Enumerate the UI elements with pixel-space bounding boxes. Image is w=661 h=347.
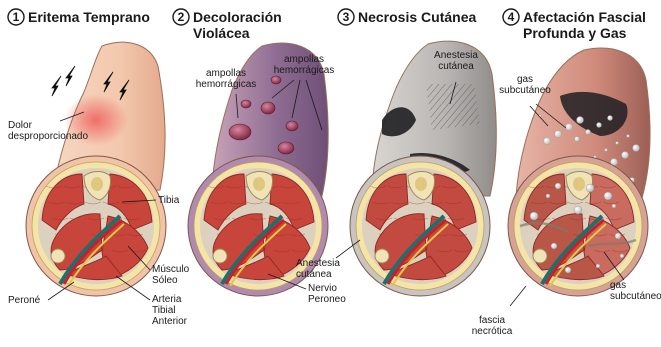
- fibula-bone: [51, 249, 65, 263]
- anatomy-label: ampollas: [284, 54, 324, 65]
- gas-bubble: [577, 117, 584, 124]
- gas-bubble: [616, 142, 619, 145]
- anatomy-label: hemorrágicas: [196, 79, 257, 90]
- anatomy-label: subcutáneo: [610, 291, 661, 302]
- anatomy-label: Nervio: [308, 283, 337, 294]
- anatomy-label: Peroneo: [308, 294, 346, 305]
- fibula-bone: [533, 249, 547, 263]
- anatomy-label: Dolor: [8, 120, 33, 131]
- gas-bubble: [605, 149, 608, 152]
- anatomy-label: cutánea: [296, 269, 332, 280]
- gas-bubble: [596, 264, 600, 268]
- lightning-bolt-icon: [52, 76, 61, 96]
- gas-bubble: [620, 254, 624, 258]
- tibia-marrow: [573, 177, 585, 191]
- fibula-bone: [375, 249, 389, 263]
- gas-bubble: [555, 131, 562, 138]
- panel-title: Eritema Temprano: [28, 9, 150, 25]
- anatomy-label: ampollas: [206, 68, 246, 79]
- lightning-bolt-icon: [66, 66, 75, 86]
- gas-bubble: [597, 123, 602, 128]
- hemorrhagic-blister: [271, 76, 281, 84]
- hemorrhagic-blister: [229, 124, 251, 140]
- anatomy-label: Anestesia: [434, 50, 478, 61]
- panel-title: Violácea: [193, 25, 250, 41]
- step-number: 1: [13, 10, 20, 24]
- hemorrhagic-blister: [286, 121, 298, 131]
- gas-bubble: [604, 192, 612, 200]
- gas-bubble: [575, 137, 580, 142]
- step-number: 4: [508, 10, 515, 24]
- anatomy-label: fascia: [479, 315, 506, 326]
- anatomy-label: Peroné: [8, 295, 41, 306]
- gas-bubble: [551, 243, 557, 249]
- tibia-marrow: [415, 177, 427, 191]
- fibula-bone: [213, 249, 227, 263]
- leader-line: [510, 286, 526, 306]
- anatomy-label: gas: [517, 74, 533, 85]
- gas-bubble: [546, 194, 550, 198]
- anatomy-label: cutánea: [438, 61, 474, 72]
- anatomy-label: Músculo: [152, 264, 190, 275]
- anatomy-label: subcutáneo: [499, 85, 551, 96]
- gas-bubble: [612, 204, 616, 208]
- gas-bubble: [622, 152, 629, 159]
- gas-bubble: [555, 183, 561, 189]
- panel-title: Necrosis Cutánea: [358, 9, 476, 25]
- hemorrhagic-blister: [241, 100, 251, 108]
- anatomy-label: necrótica: [472, 326, 513, 337]
- anesthesia-hatch: [426, 84, 480, 130]
- gas-bubble: [627, 135, 630, 138]
- cross-section: [508, 156, 648, 296]
- gas-bubble: [544, 138, 551, 145]
- panel-title: Afectación Fascial: [523, 9, 646, 25]
- anatomy-label: Tibia: [158, 195, 180, 206]
- tibia-marrow: [91, 177, 103, 191]
- anatomy-label: Tibial: [152, 305, 176, 316]
- anatomy-label: desproporcionado: [8, 131, 88, 142]
- panel-1: 1 Eritema TempranoDolordesproporcionadoTi…: [8, 9, 190, 327]
- gas-bubble: [586, 130, 591, 135]
- panel-title: Decoloración: [193, 9, 282, 25]
- hemorrhagic-blister: [278, 142, 294, 154]
- gas-bubble: [574, 206, 582, 214]
- gas-bubble: [615, 233, 621, 239]
- hemorrhagic-blister: [261, 102, 275, 114]
- panel-title: Profunda y Gas: [523, 25, 627, 41]
- anatomy-label: Arteria: [152, 294, 182, 305]
- gas-bubble: [586, 184, 594, 192]
- step-number: 2: [178, 10, 185, 24]
- anatomy-label: Anestesia: [296, 258, 340, 269]
- gas-bubble: [608, 116, 613, 121]
- gas-bubble: [530, 212, 538, 220]
- anatomy-label: gas: [610, 280, 626, 291]
- tibia-marrow: [253, 177, 265, 191]
- gas-bubble: [566, 124, 573, 131]
- gas-bubble: [633, 145, 640, 152]
- cross-section: [26, 156, 166, 296]
- step-number: 3: [343, 10, 350, 24]
- anatomy-label: Sóleo: [152, 275, 178, 286]
- anatomy-label: Anterior: [152, 316, 188, 327]
- gas-bubble: [565, 267, 571, 273]
- cross-section: [350, 156, 490, 296]
- anatomy-label: hemorrágicas: [274, 65, 335, 76]
